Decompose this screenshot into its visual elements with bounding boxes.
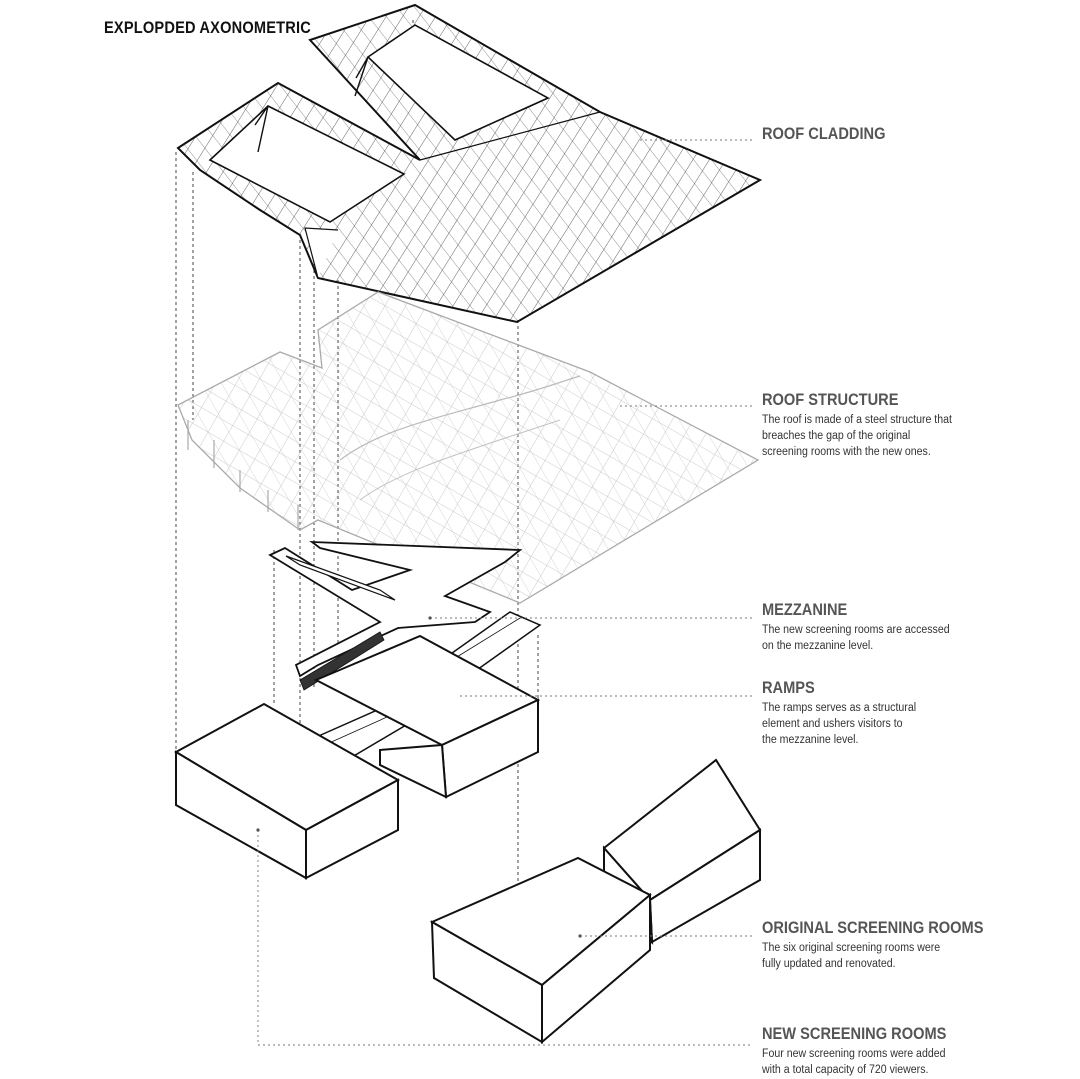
desc-line: on the mezzanine level. <box>762 640 874 652</box>
label-ramps-desc: The ramps serves as a structural element… <box>762 700 974 748</box>
desc-line: with a total capacity of 720 viewers. <box>762 1064 929 1076</box>
mezzanine-layer <box>268 540 523 691</box>
desc-line: Four new screening rooms were added <box>762 1048 946 1060</box>
label-new-rooms-title: NEW SCREENING ROOMS <box>762 1024 947 1043</box>
desc-line: The six original screening rooms were <box>762 942 941 954</box>
desc-line: The roof is made of a steel structure th… <box>762 414 952 426</box>
new-room-box-front <box>173 702 401 880</box>
label-roof-structure-title: ROOF STRUCTURE <box>762 390 899 409</box>
label-mezzanine: MEZZANINE The new screening rooms are ac… <box>762 600 992 654</box>
original-room-box-front <box>429 856 652 1045</box>
label-original-screening-rooms: ORIGINAL SCREENING ROOMS The six origina… <box>762 918 992 972</box>
label-new-screening-rooms: NEW SCREENING ROOMS Four new screening r… <box>762 1024 992 1078</box>
label-original-rooms-title: ORIGINAL SCREENING ROOMS <box>762 918 984 937</box>
desc-line: breaches the gap of the original <box>762 430 911 442</box>
leader-lines <box>257 139 752 1046</box>
desc-line: fully updated and renovated. <box>762 958 896 970</box>
desc-line: element and ushers visitors to <box>762 718 903 730</box>
label-original-rooms-desc: The six original screening rooms were fu… <box>762 940 974 972</box>
label-roof-cladding: ROOF CLADDING <box>762 124 992 144</box>
new-room-box-back <box>313 634 541 799</box>
leader-dots <box>256 616 582 938</box>
desc-line: the mezzanine level. <box>762 734 859 746</box>
desc-line: The new screening rooms are accessed <box>762 624 950 636</box>
label-roof-cladding-title: ROOF CLADDING <box>762 124 886 143</box>
desc-line: The ramps serves as a structural <box>762 702 917 714</box>
label-ramps-title: RAMPS <box>762 678 815 697</box>
roof-cladding-layer <box>176 3 763 324</box>
desc-line: screening rooms with the new ones. <box>762 446 931 458</box>
label-roof-structure: ROOF STRUCTURE The roof is made of a ste… <box>762 390 992 460</box>
label-mezzanine-title: MEZZANINE <box>762 600 848 619</box>
label-mezzanine-desc: The new screening rooms are accessed on … <box>762 622 974 654</box>
page-title: EXPLOPDED AXONOMETRIC <box>104 18 311 37</box>
roof-structure-layer <box>177 291 760 604</box>
label-ramps: RAMPS The ramps serves as a structural e… <box>762 678 992 748</box>
label-roof-structure-desc: The roof is made of a steel structure th… <box>762 412 974 460</box>
label-new-rooms-desc: Four new screening rooms were added with… <box>762 1046 974 1078</box>
